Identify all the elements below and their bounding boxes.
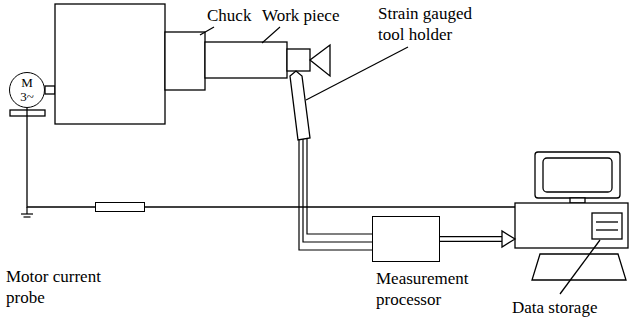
chuck — [165, 32, 205, 90]
leader-line — [560, 240, 600, 294]
leader-line — [306, 47, 408, 100]
node-label: Motor current probe — [6, 267, 118, 308]
arrow-shaft — [440, 236, 502, 242]
drive-slot — [596, 221, 618, 222]
ground-symbol — [21, 213, 33, 214]
leader-line — [262, 27, 280, 43]
arrow-shaft — [440, 237, 502, 240]
drive-slot — [596, 229, 618, 230]
part-label: Chuck — [207, 6, 251, 27]
arrow-head — [502, 231, 515, 247]
motor-shaft — [45, 86, 55, 94]
signal-wire — [27, 108, 95, 207]
gauge-wire — [303, 139, 372, 242]
signal-wire — [145, 207, 515, 208]
tailstock-center — [310, 45, 330, 76]
wire-path — [27, 108, 95, 207]
keyboard — [532, 254, 626, 280]
monitor-stand — [570, 198, 585, 203]
system-unit — [515, 203, 628, 248]
headstock — [55, 4, 165, 124]
node-label: Measurement processor — [376, 269, 476, 310]
wire-path — [145, 206, 515, 207]
processor-box: Measurement processor — [372, 216, 440, 262]
node-label: Data storage — [512, 298, 597, 319]
work-piece — [205, 42, 287, 78]
drive-bay — [592, 213, 622, 239]
part-label: Strain gauged tool holder — [378, 4, 493, 45]
ground-symbol — [24, 216, 31, 217]
monitor — [535, 152, 620, 198]
monitor-screen — [543, 158, 612, 192]
tool-holder — [290, 71, 310, 140]
data-arrow — [440, 231, 515, 247]
node-label: M 3~ — [17, 76, 37, 103]
ground-symbol — [26, 207, 27, 214]
computer: Data storage — [515, 152, 628, 248]
part-label: Work piece — [262, 6, 339, 27]
gauge-wire — [299, 139, 372, 250]
work-piece-step — [287, 49, 310, 71]
gauge-wire — [307, 138, 372, 234]
leader-line — [200, 27, 214, 35]
current-probe: Motor current probe — [95, 202, 145, 212]
motor-symbol: M 3~ — [9, 72, 45, 108]
